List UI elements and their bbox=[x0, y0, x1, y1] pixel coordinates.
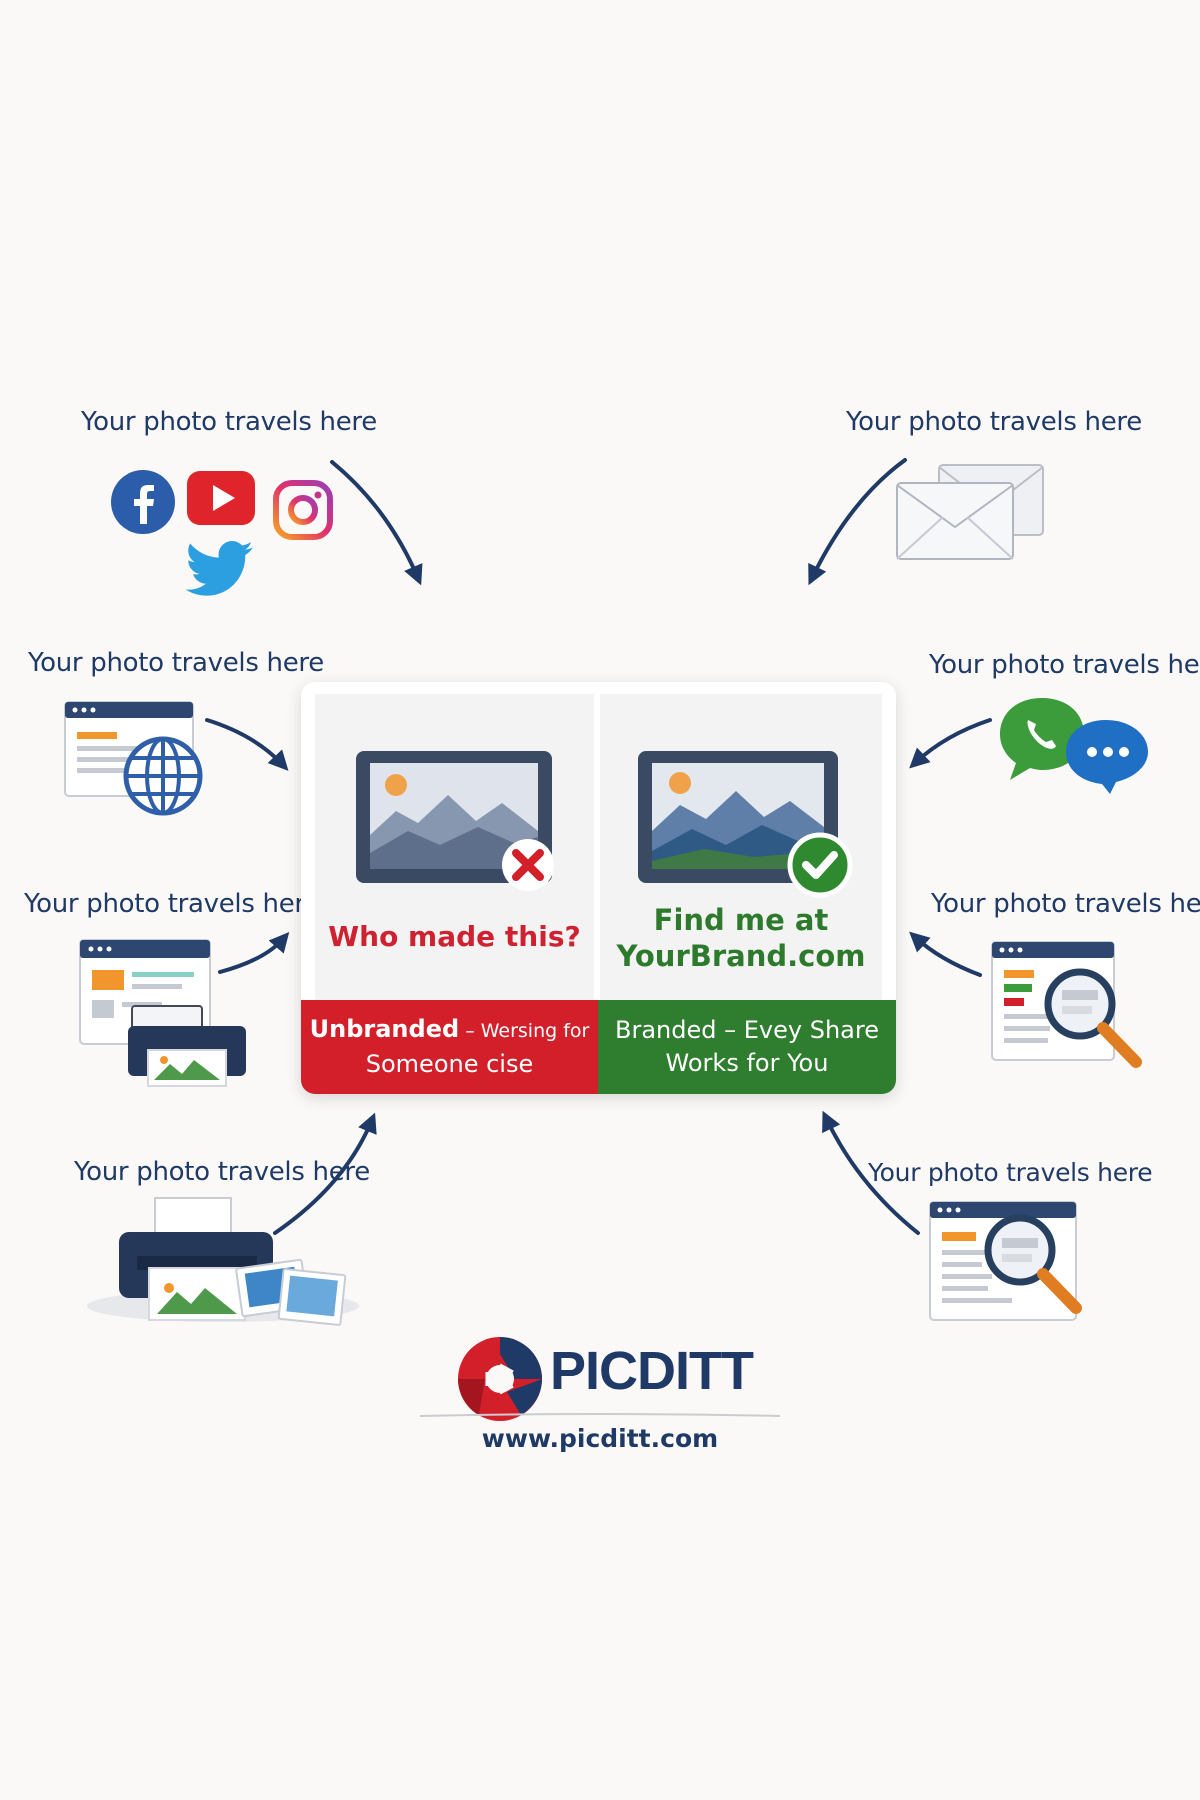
unbranded-band: Unbranded – Wersing for Someone cise bbox=[301, 1000, 598, 1094]
label-search-2: Your photo travels here bbox=[868, 1158, 1153, 1187]
label-search: Your photo travels here bbox=[931, 889, 1200, 919]
branded-photo bbox=[638, 751, 853, 898]
unbranded-band-bold: Unbranded bbox=[309, 1015, 460, 1043]
arrow-email bbox=[808, 458, 907, 586]
web-globe-icon bbox=[64, 701, 203, 816]
label-chat: Your photo travels here bbox=[929, 650, 1200, 680]
label-social: Your photo travels here bbox=[81, 407, 377, 437]
unbranded-band-line2: Someone cise bbox=[365, 1050, 534, 1078]
youtube-icon bbox=[187, 471, 255, 525]
arrow-search bbox=[909, 931, 982, 977]
branded-caption-line1: Find me at bbox=[653, 903, 829, 937]
picditt-logo-icon bbox=[458, 1337, 542, 1421]
brand-name: PICDITT bbox=[550, 1341, 754, 1401]
branded-band-line1: Branded – Evey Share bbox=[615, 1016, 879, 1044]
unbranded-caption: Who made this? bbox=[328, 920, 581, 953]
brand-url[interactable]: www.picditt.com bbox=[481, 1424, 719, 1453]
instagram-icon bbox=[273, 480, 333, 540]
twitter-icon bbox=[185, 540, 253, 596]
branded-caption-line2: YourBrand.com bbox=[616, 939, 866, 973]
label-printer: Your photo travels here bbox=[74, 1157, 370, 1187]
unbranded-panel: Who made this? bbox=[315, 694, 594, 1010]
label-print-page: Your photo travels here bbox=[24, 889, 320, 919]
label-web: Your photo travels here bbox=[28, 648, 324, 678]
unbranded-band-small: – Wersing for bbox=[459, 1020, 590, 1042]
search-page-icon-2 bbox=[929, 1201, 1082, 1321]
arrow-web bbox=[205, 718, 289, 771]
chat-icon bbox=[1000, 698, 1148, 794]
branded-band-line2: Works for You bbox=[665, 1049, 829, 1077]
search-page-icon bbox=[991, 941, 1142, 1068]
print-icon bbox=[79, 939, 246, 1087]
arrow-chat bbox=[909, 718, 992, 769]
branded-caption: Find me at YourBrand.com bbox=[600, 902, 882, 974]
email-icon bbox=[896, 464, 1044, 560]
unbranded-photo bbox=[356, 751, 554, 891]
branded-panel: Find me at YourBrand.com bbox=[600, 694, 882, 1010]
branded-band: Branded – Evey Share Works for You bbox=[598, 1000, 896, 1094]
comparison-card: Who made this? Find me at YourBrand.com … bbox=[301, 682, 896, 1094]
printer-photos-icon bbox=[87, 1197, 359, 1326]
facebook-icon bbox=[111, 470, 175, 534]
arrow-search-2 bbox=[822, 1110, 920, 1235]
arrow-social bbox=[330, 460, 423, 586]
arrow-printer bbox=[273, 1112, 377, 1235]
arrow-print-page bbox=[218, 931, 290, 974]
brand-divider bbox=[419, 1413, 781, 1417]
label-email: Your photo travels here bbox=[846, 407, 1142, 437]
